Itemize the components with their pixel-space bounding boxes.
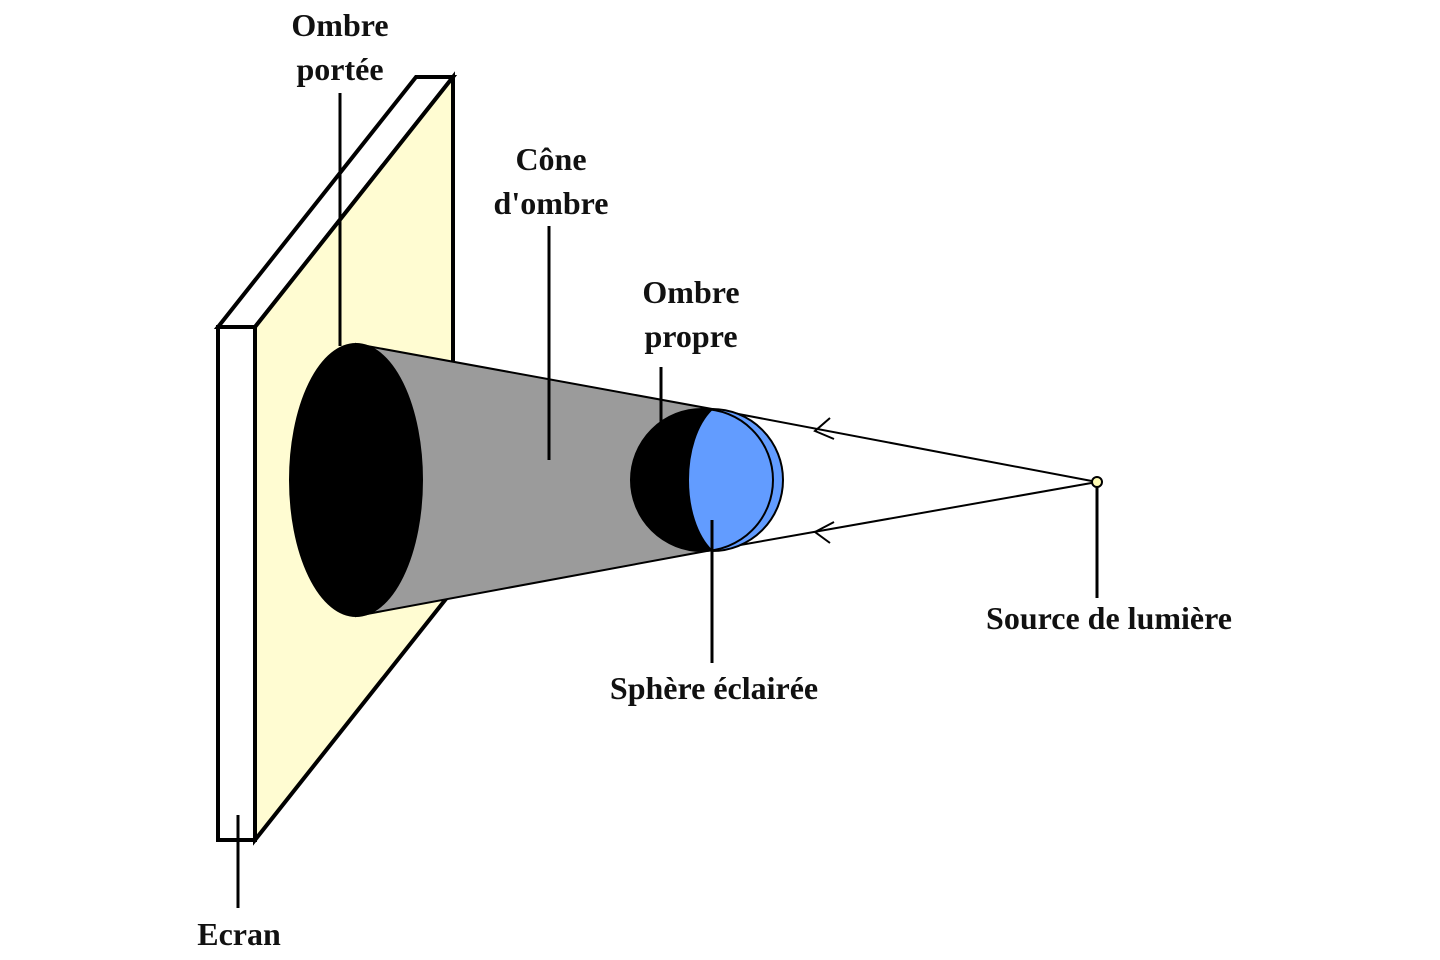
label-source-lumiere: Source de lumière — [986, 600, 1232, 636]
sphere-outline — [630, 408, 774, 552]
light-source-point — [1091, 476, 1103, 488]
label-sphere-eclairee: Sphère éclairée — [610, 670, 818, 706]
arrow-bottom — [813, 521, 835, 544]
label-ombre-portee-line1: Ombre — [291, 7, 388, 43]
sphere-lit-side — [687, 407, 784, 553]
sphere — [630, 407, 784, 553]
label-ombre-propre-line2: propre — [644, 318, 737, 354]
ray-bottom — [711, 481, 1098, 551]
label-ecran: Ecran — [197, 916, 281, 952]
screen-side-edge — [216, 325, 257, 842]
label-cone-ombre-line2: d'ombre — [494, 185, 609, 221]
arrow-top — [813, 417, 835, 440]
ray-top — [711, 408, 1098, 483]
label-cone-ombre-line1: Cône — [515, 141, 586, 177]
leader-lines — [236, 93, 1099, 908]
cast-shadow — [289, 343, 423, 617]
label-ombre-portee-line2: portée — [296, 51, 383, 87]
label-ombre-propre-line1: Ombre — [642, 274, 739, 310]
light-rays — [711, 408, 1098, 551]
